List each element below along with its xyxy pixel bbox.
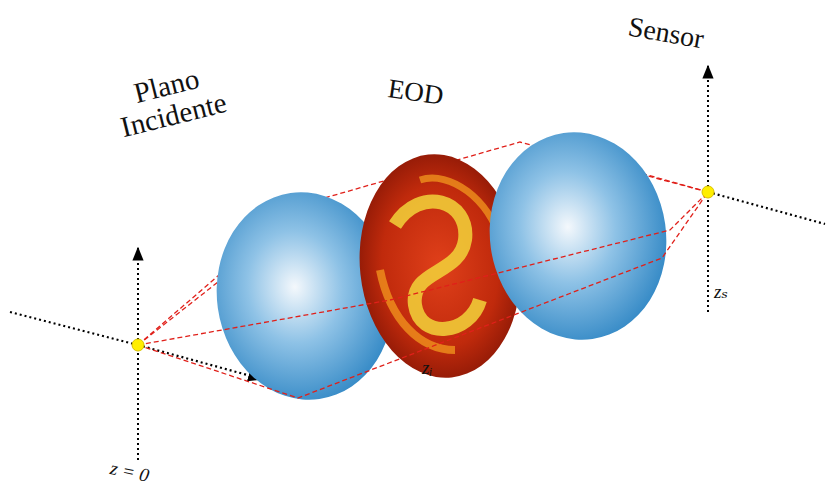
source-point xyxy=(132,339,144,351)
lens xyxy=(476,121,679,351)
ray-lines xyxy=(138,192,708,398)
element-label: EOD xyxy=(386,74,445,110)
position-label: zᵢ xyxy=(422,358,432,378)
plane-axis xyxy=(138,66,708,460)
position-label: zₛ xyxy=(714,282,728,302)
plane-label: Plano Incidente xyxy=(90,53,250,148)
sensor-label: Sensor xyxy=(626,12,706,54)
position-label: z = 0 xyxy=(108,458,151,486)
sensor-point xyxy=(702,186,714,198)
